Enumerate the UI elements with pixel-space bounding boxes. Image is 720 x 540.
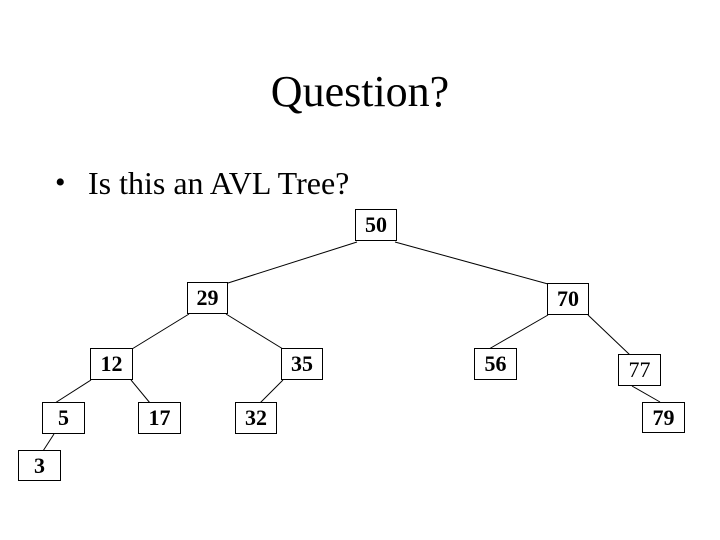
tree-edge-70-56 — [488, 314, 549, 350]
node-label: 50 — [365, 212, 387, 237]
tree-edge-29-12 — [131, 313, 190, 350]
bullet-marker: • — [55, 166, 66, 199]
tree-edge-12-17 — [130, 379, 151, 404]
tree-node-56: 56 — [474, 348, 517, 380]
tree-edge-70-77 — [587, 314, 631, 356]
node-label: 3 — [34, 453, 45, 478]
node-label: 32 — [245, 405, 267, 430]
tree-edge-29-35 — [225, 313, 284, 350]
bullet-text: Is this an AVL Tree? — [88, 165, 350, 201]
tree-node-32: 32 — [235, 402, 277, 434]
tree-edge-50-70 — [394, 241, 549, 285]
slide-title: Question? — [270, 67, 450, 116]
node-label: 5 — [58, 405, 69, 430]
tree-edge-77-79 — [631, 385, 661, 403]
tree-node-12: 12 — [90, 348, 133, 380]
tree-node-3: 3 — [18, 450, 61, 481]
tree-edge-35-32 — [259, 379, 284, 404]
tree-node-35: 35 — [281, 348, 323, 380]
node-label: 79 — [652, 405, 675, 430]
tree-node-29: 29 — [187, 282, 228, 314]
tree-node-70: 70 — [547, 283, 589, 315]
tree-node-17: 17 — [138, 402, 181, 434]
tree-edge-50-29 — [227, 241, 358, 284]
tree-edge-12-5 — [54, 379, 92, 404]
node-label: 29 — [196, 285, 219, 310]
node-label: 56 — [484, 351, 507, 376]
tree-node-77: 77 — [618, 354, 661, 386]
tree-node-5: 5 — [42, 402, 85, 434]
node-label: 70 — [557, 286, 579, 311]
node-label: 35 — [291, 351, 313, 376]
node-label: 12 — [100, 351, 123, 376]
tree-node-50: 50 — [355, 209, 397, 241]
tree-edge-5-3 — [42, 433, 55, 452]
node-label: 77 — [628, 357, 651, 382]
tree-node-79: 79 — [642, 402, 685, 433]
node-label: 17 — [148, 405, 171, 430]
